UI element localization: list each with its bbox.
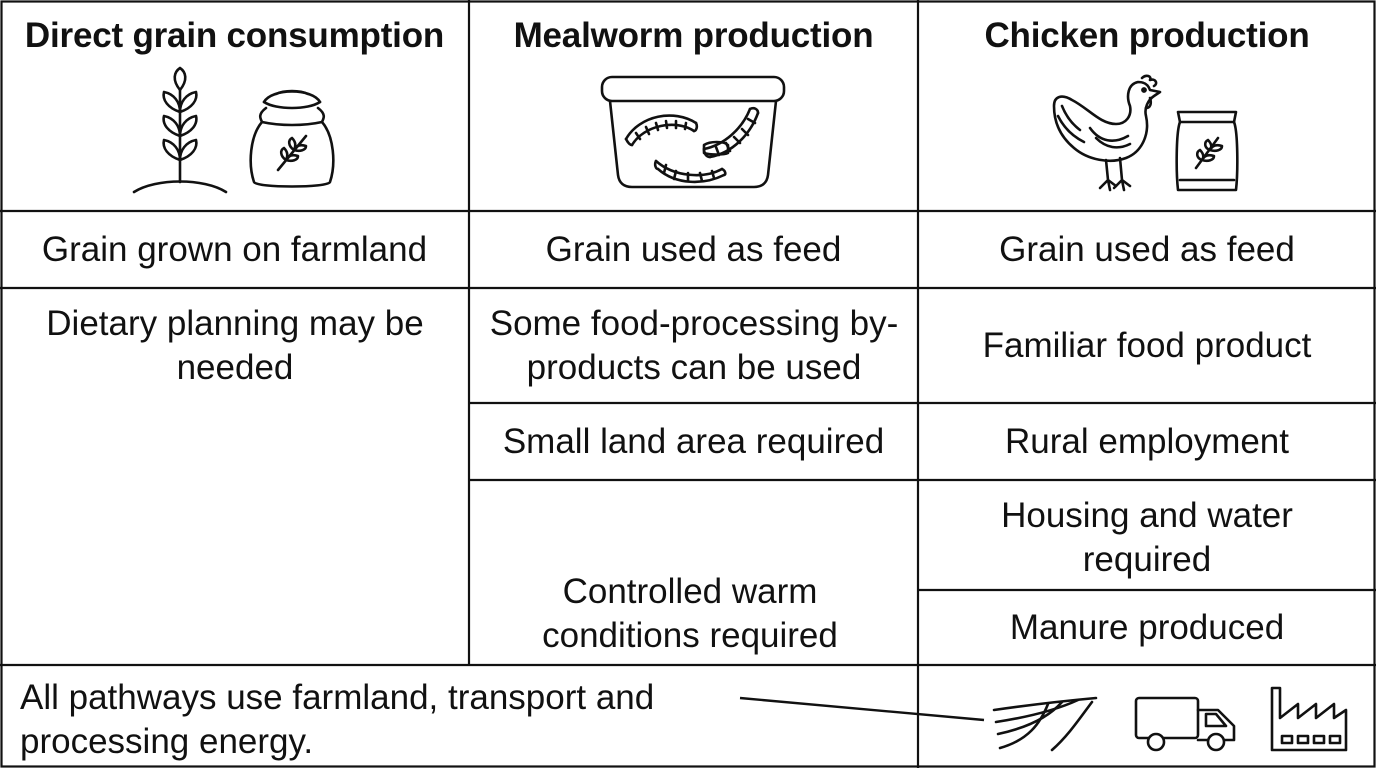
feed-bag-icon (1172, 108, 1242, 194)
direct-dietary-planning: Dietary planning may be needed (46, 304, 424, 387)
footer-pointer-line (740, 690, 990, 730)
header-chicken: Chicken production (984, 16, 1310, 55)
grain-sack-icon (246, 84, 338, 192)
mealworm-small-land: Small land area required (502, 421, 885, 461)
header-direct-grain: Direct grain consumption (24, 16, 445, 55)
chicken-manure: Manure produced (1009, 607, 1285, 647)
mealworm-grain-feed: Grain used as feed (545, 229, 842, 269)
wheat-plant-icon (132, 66, 228, 194)
mealworm-byproducts: Some food-processing by-products can be … (489, 304, 899, 387)
chicken-rural-employment: Rural employment (1005, 421, 1289, 461)
mealworm-container-icon (600, 75, 786, 191)
factory-icon (1270, 684, 1348, 754)
chicken-grain-feed: Grain used as feed (999, 229, 1295, 269)
chicken-housing-water: Housing and water required (1001, 496, 1293, 579)
chicken-icon (1050, 72, 1164, 194)
footer-note: All pathways use farmland, transport and… (20, 678, 655, 761)
farmland-field-icon (992, 696, 1100, 754)
header-mealworm: Mealworm production (513, 16, 874, 55)
direct-grain-source: Grain grown on farmland (41, 229, 428, 269)
chicken-familiar-product: Familiar food product (982, 325, 1312, 365)
mealworm-warm-conditions: Controlled warm conditions required (542, 572, 838, 655)
truck-icon (1134, 696, 1238, 754)
